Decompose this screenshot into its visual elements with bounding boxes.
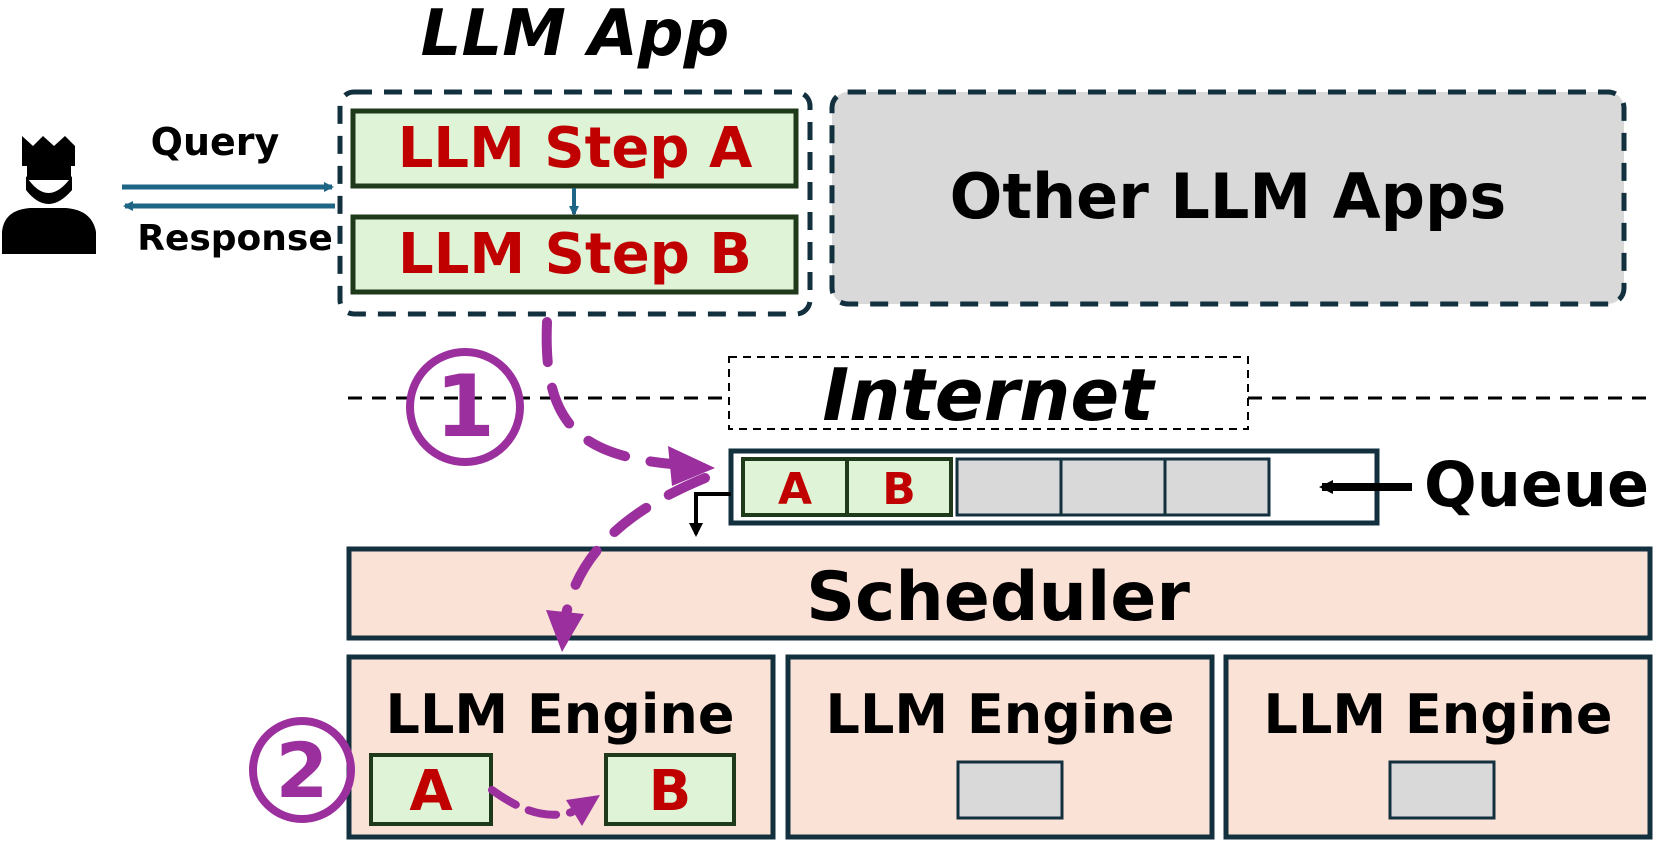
other-apps-label: Other LLM Apps — [950, 160, 1507, 233]
response-label: Response — [137, 218, 333, 259]
queue-slot-5 — [1163, 457, 1271, 517]
engine-2-slot — [956, 760, 1064, 820]
step-a-label: LLM Step A — [398, 116, 753, 181]
flow-arrow-app-to-queue — [541, 317, 677, 469]
engine-3-label: LLM Engine — [1264, 683, 1613, 746]
marker-1-label: 1 — [435, 357, 495, 457]
engine-2-label: LLM Engine — [826, 683, 1175, 746]
llm-app-frame — [337, 89, 813, 317]
engine-1-slot-b-label: B — [649, 759, 692, 824]
internet-box — [728, 356, 1249, 430]
queue-slot-3 — [955, 457, 1063, 517]
step-b-label: LLM Step B — [398, 222, 752, 287]
marker-1: 1 — [406, 348, 524, 466]
scheduler-box — [346, 546, 1653, 641]
queue-slots: A B — [741, 457, 1271, 517]
flow-arrowhead-queue — [668, 446, 715, 486]
other-apps-box — [829, 89, 1627, 307]
query-label: Query — [151, 120, 280, 164]
flow-arrowhead-engine — [546, 610, 584, 652]
engine-1-slot-a — [369, 753, 493, 826]
flow-arrow-a-to-b — [488, 786, 576, 819]
internet-label: Internet — [822, 353, 1156, 437]
marker-2: 2 — [249, 717, 355, 823]
queue-slot-a-label: A — [778, 464, 812, 515]
marker-2-label: 2 — [276, 726, 329, 815]
queue-slot-4 — [1059, 457, 1167, 517]
step-a-box — [350, 108, 799, 189]
queue-slot-b-label: B — [882, 464, 916, 515]
flow-arrowhead-b — [566, 795, 600, 826]
step-b-box — [350, 214, 799, 295]
user-crown-icon — [2, 136, 96, 254]
queue-slot-a — [741, 457, 849, 517]
app-title: LLM App — [421, 0, 730, 71]
engine-1-slot-b — [604, 753, 736, 826]
flow-arrow-queue-to-engine — [560, 473, 710, 625]
engine-3-slot — [1388, 760, 1496, 820]
scheduler-label: Scheduler — [806, 558, 1190, 637]
engine-1-label: LLM Engine — [386, 683, 735, 746]
engine-1-slot-a-label: A — [409, 759, 453, 824]
queue-label: Queue — [1424, 448, 1649, 521]
queue-slot-b — [845, 457, 953, 517]
queue-to-scheduler-arrow — [689, 492, 731, 537]
